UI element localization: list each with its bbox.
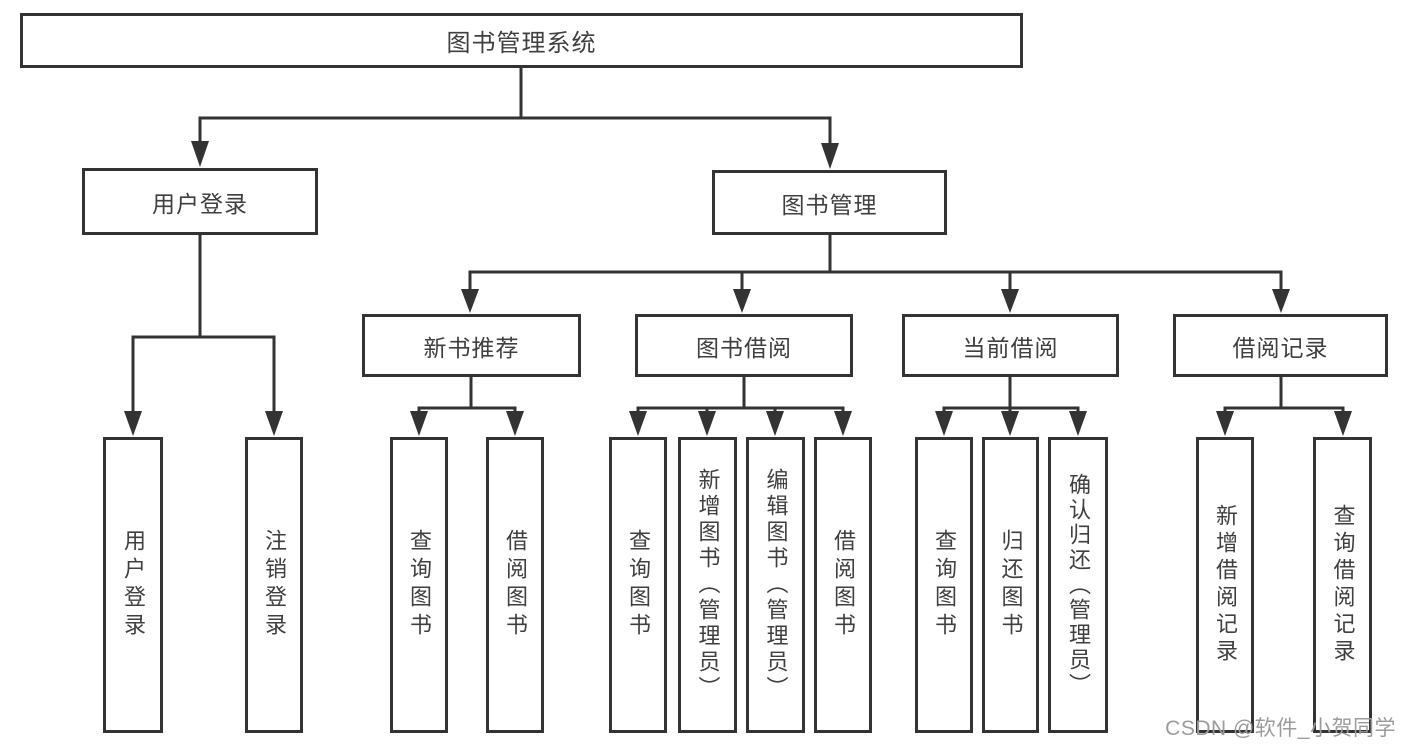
- leaf-add-borrow-record: 新增借阅记录: [1196, 437, 1254, 733]
- arrow-leaf: [410, 411, 428, 436]
- node-book-management-label: 图书管理: [781, 191, 878, 218]
- leaf-add-borrow-record-label: 新增借阅记录: [1213, 504, 1238, 666]
- arrowheads: [124, 141, 1352, 436]
- arrow-book-borrow: [733, 289, 751, 313]
- node-book-management: 图书管理: [712, 170, 947, 235]
- node-new-book-recommend: 新书推荐: [362, 314, 581, 377]
- leaf-add-book-admin-label: 新增图书（管理员）: [695, 468, 721, 702]
- csdn-watermark: CSDN @软件_小贺同学: [1165, 717, 1396, 740]
- node-book-borrow-label: 图书借阅: [696, 334, 792, 361]
- arrow-leaf: [1069, 411, 1087, 436]
- node-root-label: 图书管理系统: [446, 30, 597, 57]
- leaf-logout: 注销登录: [245, 437, 303, 733]
- node-new-book-recommend-label: 新书推荐: [423, 334, 520, 361]
- leaf-confirm-return-admin-label: 确认归还（管理员）: [1066, 472, 1091, 698]
- leaf-add-book-admin: 新增图书（管理员）: [678, 437, 737, 733]
- leaf-query-borrow-record-label: 查询借阅记录: [1330, 504, 1356, 666]
- leaf-edit-book-admin: 编辑图书（管理员）: [746, 437, 805, 733]
- arrow-book-mgmt: [821, 143, 839, 169]
- arrow-borrow-records: [1272, 289, 1290, 313]
- arrow-leaf: [124, 411, 142, 436]
- node-borrow-records: 借阅记录: [1173, 314, 1388, 377]
- node-root: 图书管理系统: [20, 13, 1023, 68]
- edge-borrow-records-rail: [1223, 377, 1345, 413]
- node-book-borrow: 图书借阅: [635, 314, 853, 377]
- edge-book-mgmt-rail: [468, 270, 1283, 291]
- arrow-leaf: [265, 411, 283, 436]
- leaf-user-login-label: 用户登录: [121, 529, 146, 641]
- leaf-query-book-borrow: 查询图书: [609, 437, 667, 733]
- edge-user-login-rail: [131, 335, 276, 413]
- leaf-query-borrow-record: 查询借阅记录: [1313, 437, 1372, 733]
- leaf-borrow-book-rec-label: 借阅图书: [503, 529, 528, 641]
- node-user-login: 用户登录: [82, 168, 318, 235]
- arrow-leaf: [935, 411, 953, 436]
- arrow-leaf: [834, 411, 852, 436]
- leaf-query-book-current: 查询图书: [915, 437, 973, 733]
- arrow-leaf: [1334, 411, 1352, 436]
- edge-current-borrow-rail: [942, 377, 1080, 413]
- arrow-current-borrow: [1001, 289, 1019, 313]
- arrow-leaf: [629, 411, 647, 436]
- arrow-leaf: [506, 411, 524, 436]
- leaf-confirm-return-admin: 确认归还（管理员）: [1048, 437, 1108, 733]
- arrow-leaf: [766, 411, 784, 436]
- leaf-user-login: 用户登录: [103, 437, 163, 733]
- arrow-new-book: [461, 289, 479, 313]
- leaf-return-book-label: 归还图书: [998, 529, 1024, 641]
- leaf-query-book-rec-label: 查询图书: [407, 529, 432, 641]
- leaf-query-book-borrow-label: 查询图书: [626, 529, 651, 641]
- edge-new-book-rail: [417, 377, 517, 413]
- node-borrow-records-label: 借阅记录: [1232, 334, 1329, 361]
- arrow-leaf: [698, 411, 716, 436]
- node-user-login-label: 用户登录: [152, 190, 248, 217]
- node-current-borrow: 当前借阅: [902, 314, 1119, 377]
- leaf-edit-book-admin-label: 编辑图书（管理员）: [763, 468, 789, 702]
- leaf-return-book: 归还图书: [982, 437, 1039, 733]
- arrow-user-login: [191, 141, 209, 167]
- arrow-leaf: [1216, 411, 1234, 436]
- leaf-borrow-book-label: 借阅图书: [831, 529, 856, 641]
- leaf-borrow-book: 借阅图书: [814, 437, 872, 733]
- node-current-borrow-label: 当前借阅: [962, 334, 1059, 361]
- arrow-leaf: [1001, 411, 1019, 436]
- leaf-borrow-book-rec: 借阅图书: [486, 437, 544, 733]
- leaf-logout-label: 注销登录: [262, 529, 287, 641]
- leaf-query-book-rec: 查询图书: [390, 437, 448, 733]
- leaf-query-book-current-label: 查询图书: [932, 529, 957, 641]
- edge-book-borrow-rail: [636, 377, 845, 413]
- edge-level2-rail: [198, 116, 832, 145]
